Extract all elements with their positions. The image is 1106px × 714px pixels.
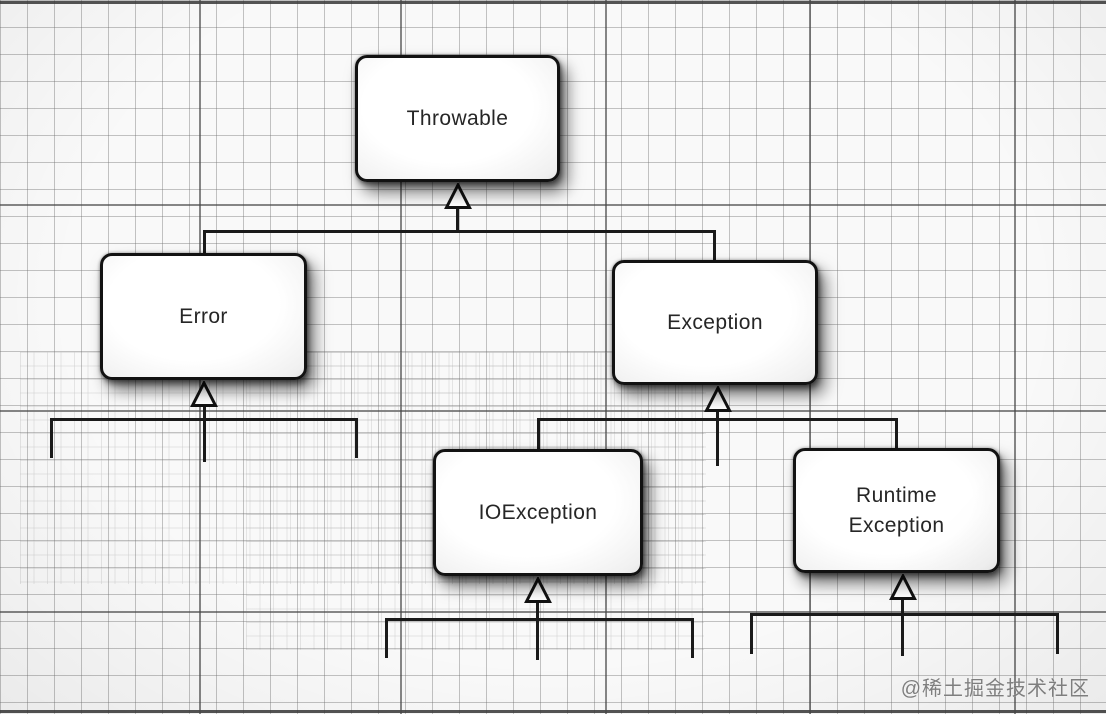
edge-throwable-stem xyxy=(456,207,459,232)
inheritance-arrowhead-runtime xyxy=(889,572,917,601)
edge-ioexception-stem xyxy=(536,601,539,660)
edge-error-stem xyxy=(203,405,206,462)
node-error: Error xyxy=(100,253,307,380)
node-exception: Exception xyxy=(612,260,818,385)
bracket-error-left-tick xyxy=(50,418,53,458)
bracket-runtime-children-bar xyxy=(750,613,1059,616)
inheritance-arrowhead-ioexception xyxy=(524,575,552,604)
edge-error-drop xyxy=(203,230,206,255)
edge-runtime-stem xyxy=(901,598,904,656)
node-ioexception-label: IOException xyxy=(478,500,598,524)
grid-major-line xyxy=(0,611,1106,613)
node-ioexception: IOException xyxy=(433,449,643,576)
grid-major-line xyxy=(1014,0,1016,714)
edge-runtime-drop xyxy=(895,418,898,450)
node-exception-label: Exception xyxy=(667,310,763,334)
node-throwable-label: Throwable xyxy=(406,106,509,130)
node-runtime-exception-label: Runtime Exception xyxy=(848,484,945,537)
edge-exception-stem xyxy=(716,410,719,466)
inheritance-arrowhead-error xyxy=(190,379,218,408)
node-runtime-exception: Runtime Exception xyxy=(793,448,1000,573)
edge-ioexception-drop xyxy=(537,418,540,451)
edge-exception-drop xyxy=(713,230,716,262)
node-throwable: Throwable xyxy=(355,55,560,182)
bracket-runtime-right-tick xyxy=(1056,613,1059,654)
bracket-ioexception-children-bar xyxy=(385,618,694,621)
grid-major-line xyxy=(400,0,402,714)
bracket-runtime-left-tick xyxy=(750,613,753,654)
watermark-text: @稀土掘金技术社区 xyxy=(900,678,1090,700)
bracket-error-right-tick xyxy=(355,418,358,458)
edge-throwable-children-bar xyxy=(203,230,716,233)
grid-major-line xyxy=(0,410,1106,412)
bracket-ioexception-right-tick xyxy=(691,618,694,658)
grid-major-line xyxy=(0,710,1106,713)
node-error-label: Error xyxy=(179,304,228,328)
edge-exception-children-bar xyxy=(537,418,898,421)
grid-major-line xyxy=(605,0,607,714)
grid-major-line xyxy=(0,204,1106,206)
inheritance-arrowhead-exception xyxy=(704,384,732,413)
bracket-ioexception-left-tick xyxy=(385,618,388,658)
inheritance-arrowhead-throwable xyxy=(444,181,472,210)
grid-major-line xyxy=(0,1,1106,4)
bracket-error-children-bar xyxy=(50,418,358,421)
